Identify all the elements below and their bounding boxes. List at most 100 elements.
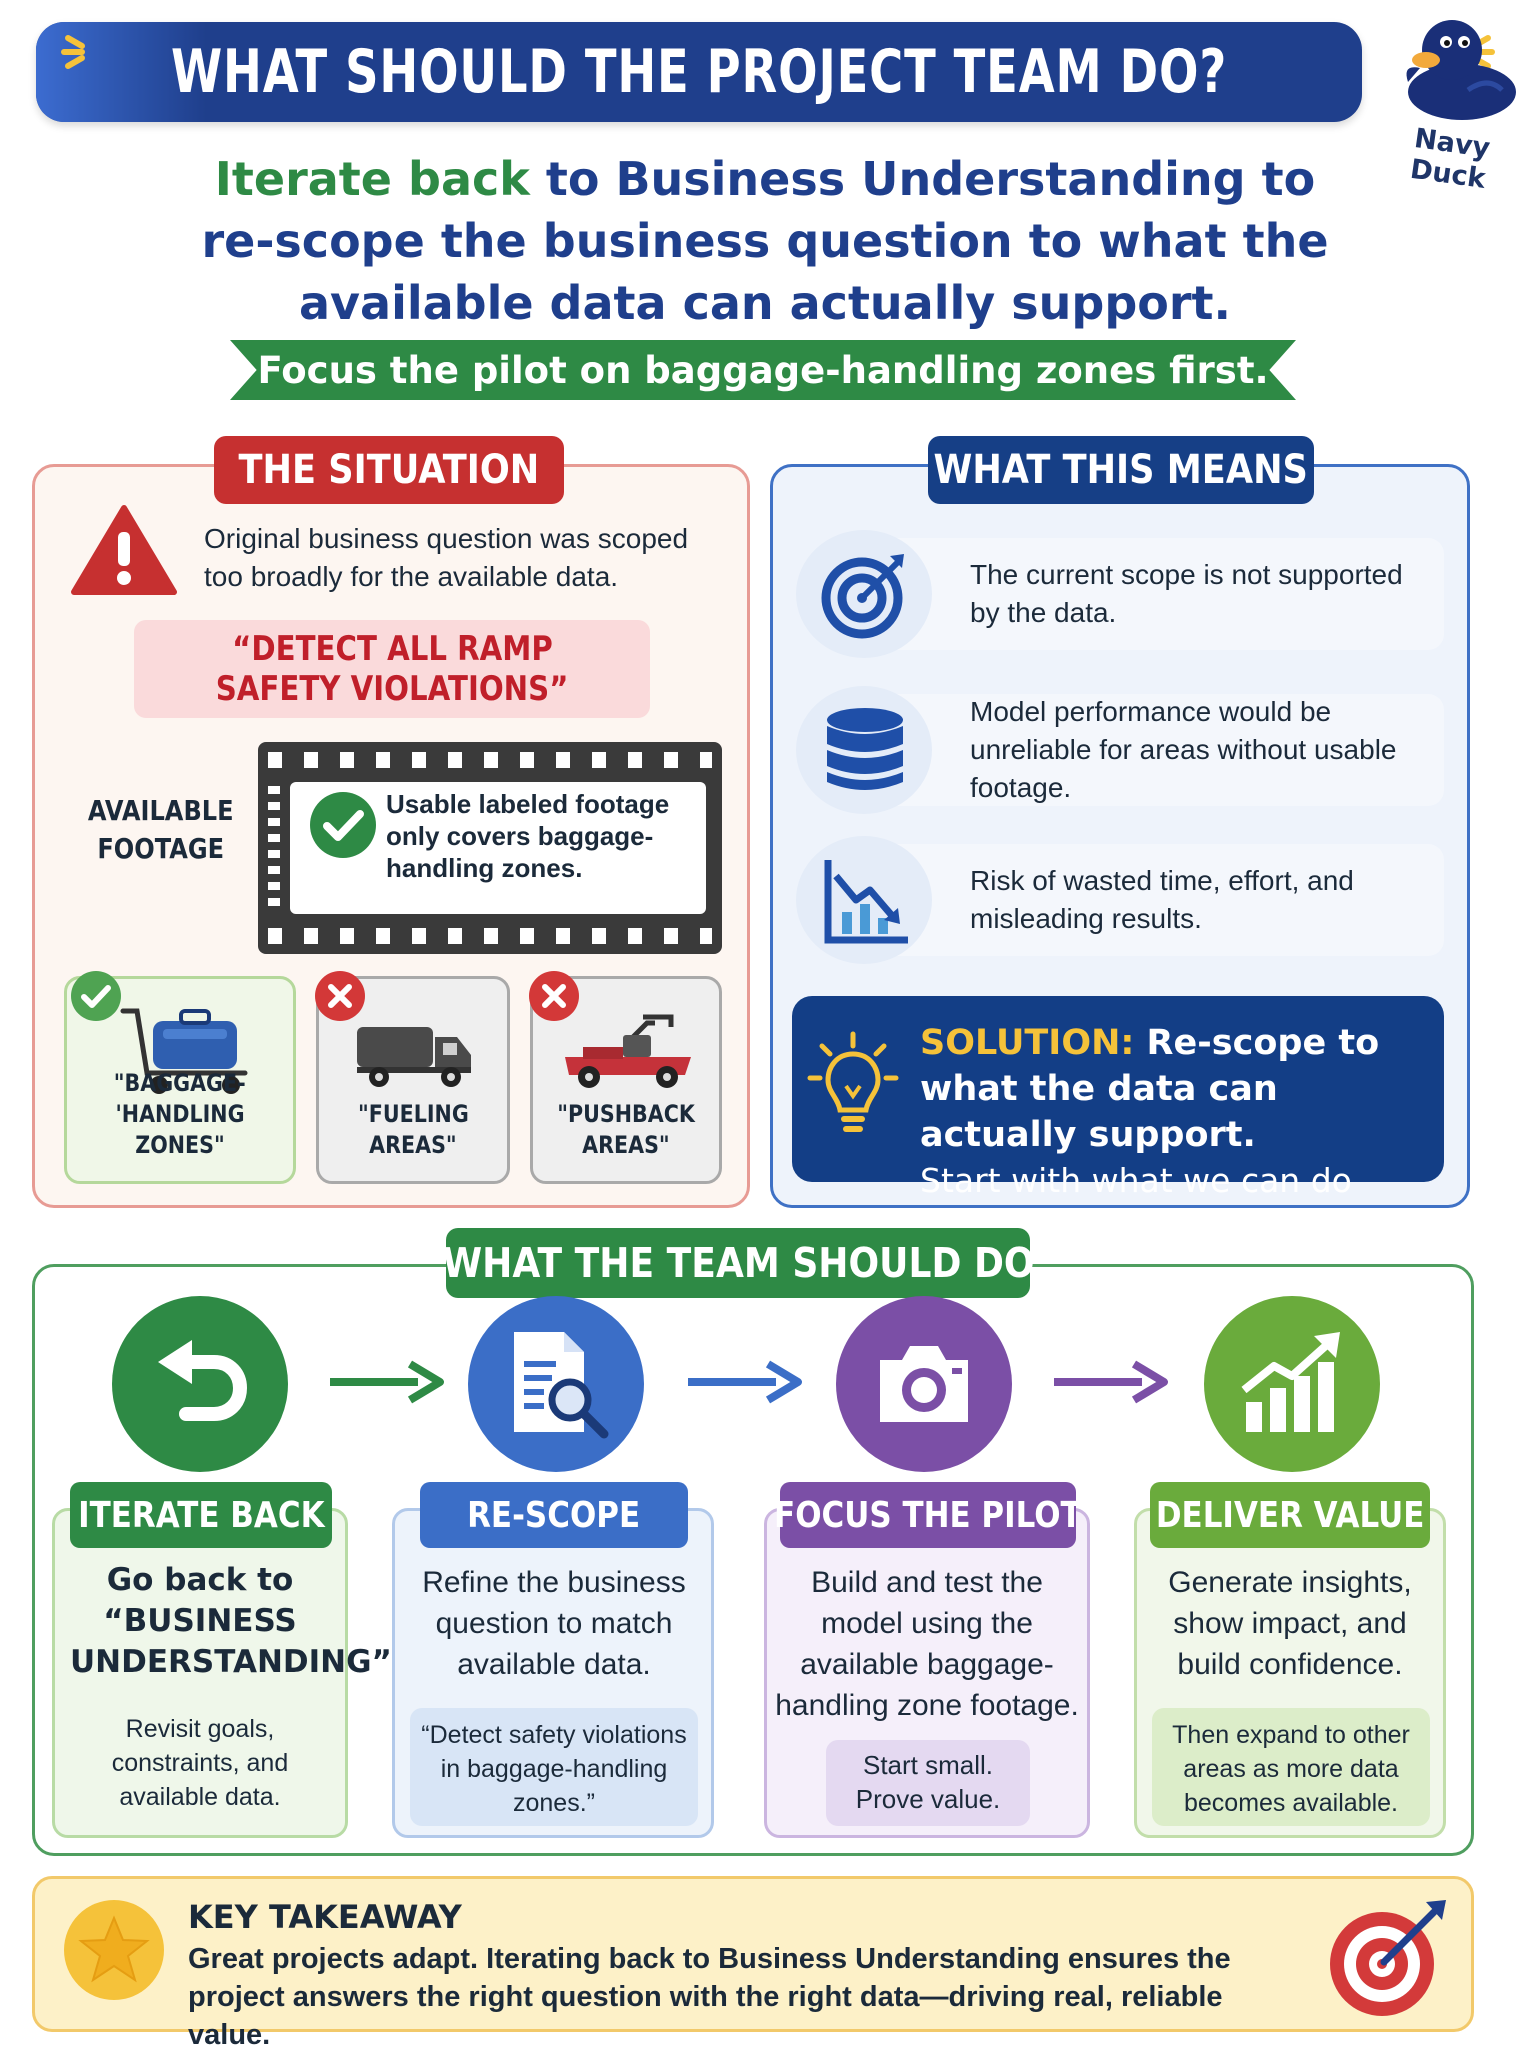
zone-label: "BAGGAGE- 'HANDLING ZONES"	[67, 1068, 293, 1161]
solution-label: SOLUTION:	[920, 1023, 1135, 1063]
arrow-right-icon	[688, 1360, 802, 1404]
original-question-quote: “DETECT ALL RAMP SAFETY VIOLATIONS”	[134, 620, 650, 718]
situation-text: Original business question was scoped to…	[204, 523, 689, 592]
means-tag: WHAT THIS MEANS	[928, 436, 1314, 504]
step-tag-focus: FOCUS THE PILOT	[774, 1482, 1082, 1548]
available-label-line-2: FOOTAGE	[97, 832, 225, 865]
step-main-text: Go back to “BUSINESS UNDERSTANDING”	[70, 1562, 392, 1680]
check-circle-icon	[310, 792, 376, 858]
step-main-text: Build and test the model using the avail…	[775, 1566, 1079, 1722]
quote-line-1: “DETECT ALL RAMP	[231, 629, 553, 669]
zone-label-line-1: "FUELING	[357, 1100, 469, 1128]
step-tag-deliver: DELIVER VALUE	[1150, 1482, 1430, 1548]
zone-label: "PUSHBACK AREAS"	[533, 1099, 719, 1161]
step-circle-rescope	[468, 1296, 644, 1472]
solution-subtext: Start with what we can do well.	[920, 1161, 1352, 1246]
zone-card-fueling: "FUELING AREAS"	[316, 976, 510, 1184]
available-label-line-1: AVAILABLE	[88, 794, 234, 827]
film-holes-top	[268, 752, 712, 768]
lightbulb-icon	[807, 1031, 899, 1132]
step-circle-iterate	[112, 1296, 288, 1472]
step-card-iterate	[52, 1508, 348, 1838]
x-badge-icon	[529, 971, 579, 1021]
undo-arrow-icon	[158, 1340, 248, 1421]
means-item-bg	[876, 844, 1444, 956]
warning-icon	[71, 505, 177, 595]
step-title: DELIVER VALUE	[1155, 1494, 1425, 1536]
situation-tag-label: THE SITUATION	[238, 447, 540, 493]
means-icon-circle	[796, 530, 932, 658]
means-icon-circle	[796, 836, 932, 964]
title-banner: WHAT SHOULD THE PROJECT TEAM DO?	[36, 22, 1362, 122]
means-icon-circle	[796, 686, 932, 814]
headline-emphasis: Iterate back	[214, 152, 530, 206]
means-item-text: Model performance would be unreliable fo…	[970, 696, 1397, 803]
solution-text: SOLUTION: Re-scope to what the data can …	[920, 1020, 1430, 1250]
means-item: Risk of wasted time, effort, and mislead…	[796, 836, 1444, 964]
takeaway-box	[32, 1876, 1474, 2032]
film-holes-bottom	[268, 928, 712, 944]
database-icon	[827, 708, 903, 790]
burst-left-icon	[61, 35, 85, 69]
target-arrow-icon	[1330, 1900, 1446, 2016]
growth-chart-icon	[1241, 1332, 1340, 1432]
fuel-truck-icon	[357, 1027, 471, 1087]
zone-label-line-2: AREAS"	[582, 1131, 670, 1159]
banner-gradient	[36, 22, 206, 122]
pushback-tug-icon	[565, 1014, 691, 1088]
headline-line-3: available data can actually support.	[299, 276, 1231, 330]
step-note: Start small. Prove value.	[826, 1740, 1030, 1826]
zone-label-line-1: "BAGGAGE-	[114, 1069, 246, 1097]
means-item-text: The current scope is not supported by th…	[970, 559, 1403, 628]
zone-label-line-1: "PUSHBACK	[557, 1100, 695, 1128]
focus-ribbon: Focus the pilot on baggage-handling zone…	[230, 340, 1296, 400]
headline-line-2: re-scope the business question to what t…	[201, 214, 1329, 268]
means-item-bg	[876, 538, 1444, 650]
target-icon	[821, 554, 904, 639]
step-main-text: Refine the business question to match av…	[422, 1566, 686, 1681]
zone-label: "FUELING AREAS"	[319, 1099, 507, 1161]
declining-chart-icon	[824, 860, 908, 944]
means-item-bg	[876, 694, 1444, 806]
takeaway-text: Great projects adapt. Iterating back to …	[188, 1943, 1231, 2048]
zone-label-line-2: AREAS"	[369, 1131, 457, 1159]
situation-tag: THE SITUATION	[214, 436, 564, 504]
zone-label-line-2: 'HANDLING ZONES"	[115, 1100, 245, 1159]
means-item: Model performance would be unreliable fo…	[796, 686, 1444, 814]
luggage-cart-icon	[120, 1008, 248, 1094]
team-tag: WHAT THE TEAM SHOULD DO	[442, 1228, 1034, 1298]
means-item-text: Risk of wasted time, effort, and mislead…	[970, 865, 1354, 934]
means-tag-label: WHAT THIS MEANS	[933, 447, 1309, 493]
document-search-icon	[514, 1332, 609, 1439]
navy-duck-logo-icon	[1406, 20, 1516, 120]
check-badge-icon	[71, 971, 121, 1021]
camera-icon	[880, 1346, 968, 1422]
footage-text: Usable labeled footage only covers bagga…	[386, 789, 670, 883]
step-title: RE-SCOPE	[467, 1494, 641, 1536]
arrow-right-icon	[330, 1360, 444, 1404]
step-note: Then expand to other areas as more data …	[1152, 1708, 1430, 1826]
team-tag-label: WHAT THE TEAM SHOULD DO	[441, 1239, 1035, 1287]
x-badge-icon	[315, 971, 365, 1021]
step-circle-focus	[836, 1296, 1012, 1472]
step-note: Revisit goals, constraints, and availabl…	[111, 1715, 289, 1811]
step-title: ITERATE BACK	[77, 1494, 325, 1536]
available-footage-label: AVAILABLE FOOTAGE	[76, 792, 246, 868]
arrow-right-icon	[1054, 1360, 1168, 1404]
step-tag-iterate: ITERATE BACK	[70, 1482, 332, 1548]
film-holes-side	[268, 786, 280, 910]
solution-box	[792, 996, 1444, 1182]
step-circle-deliver	[1204, 1296, 1380, 1472]
step-tag-rescope: RE-SCOPE	[420, 1482, 688, 1548]
headline: Iterate back to Business Understanding t…	[120, 148, 1410, 334]
solution-body: Re-scope to what the data can actually s…	[920, 1023, 1380, 1155]
headline-line-1: to Business Understanding to	[529, 152, 1316, 206]
takeaway-title: KEY TAKEAWAY	[188, 1898, 462, 1936]
means-item: The current scope is not supported by th…	[796, 530, 1444, 658]
step-main-text: Generate insights, show impact, and buil…	[1168, 1566, 1412, 1681]
step-note: “Detect safety violations in baggage-han…	[410, 1708, 698, 1826]
quote-line-2: SAFETY VIOLATIONS”	[215, 669, 569, 709]
star-coin-icon	[64, 1900, 164, 2000]
page-title: WHAT SHOULD THE PROJECT TEAM DO?	[170, 37, 1228, 107]
step-title: FOCUS THE PILOT	[774, 1494, 1082, 1536]
